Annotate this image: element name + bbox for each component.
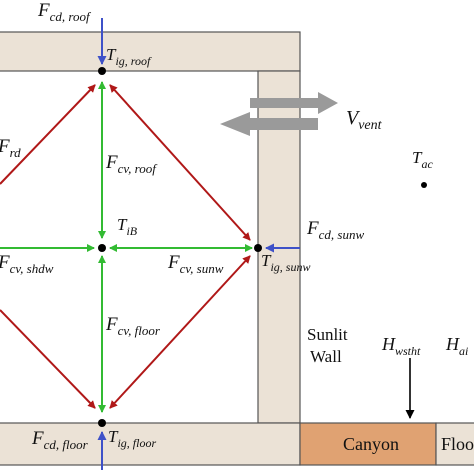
radiation-arrow-roof-sunw <box>109 84 251 241</box>
label-fcd-floor: Fcd, floor <box>31 428 89 452</box>
label-t-ib: TiB <box>117 215 138 238</box>
label-tig-floor: Tig, floor <box>108 427 156 450</box>
label-tig-roof: Tig, roof <box>106 45 152 68</box>
label-fcd-sunw: Fcd, sunw <box>306 218 364 242</box>
label-floor-cut: Floo <box>441 434 474 454</box>
label-fcv-floor: Fcv, floor <box>105 314 161 338</box>
label-canyon: Canyon <box>343 434 399 454</box>
label-fcv-sunw: Fcv, sunw <box>167 252 224 276</box>
roof-slab <box>0 31 301 72</box>
radiation-arrow-floor-shdw <box>0 309 96 409</box>
label-tig-sunw: Tig, sunw <box>261 251 310 274</box>
node-tig-roof <box>98 67 106 75</box>
label-fcd-roof: Fcd, roof <box>37 0 92 24</box>
label-sunlit: Sunlit <box>307 325 348 344</box>
radiation-arrow-floor-sunw <box>109 255 251 409</box>
label-h-wstht: Hwstht <box>381 334 421 358</box>
label-fcv-roof: Fcv, roof <box>105 152 158 176</box>
node-tig-sunw <box>254 244 262 252</box>
floor-ground <box>435 422 474 466</box>
node-tig-floor <box>98 419 106 427</box>
node-tac <box>421 182 427 188</box>
ventilation-arrow-out <box>250 92 338 114</box>
label-t-ac: Tac <box>412 148 433 171</box>
label-v-vent: Vvent <box>346 107 383 133</box>
label-f-rd: Frd <box>0 136 21 160</box>
radiation-arrow-roof-shdw <box>0 84 96 185</box>
label-h-ai: Hai <box>445 334 468 358</box>
canyon-ground <box>299 422 437 466</box>
floor-slab <box>0 422 301 466</box>
node-tib <box>98 244 106 252</box>
label-fcv-shdw: Fcv, shdw <box>0 252 54 276</box>
label-wall: Wall <box>310 347 342 366</box>
